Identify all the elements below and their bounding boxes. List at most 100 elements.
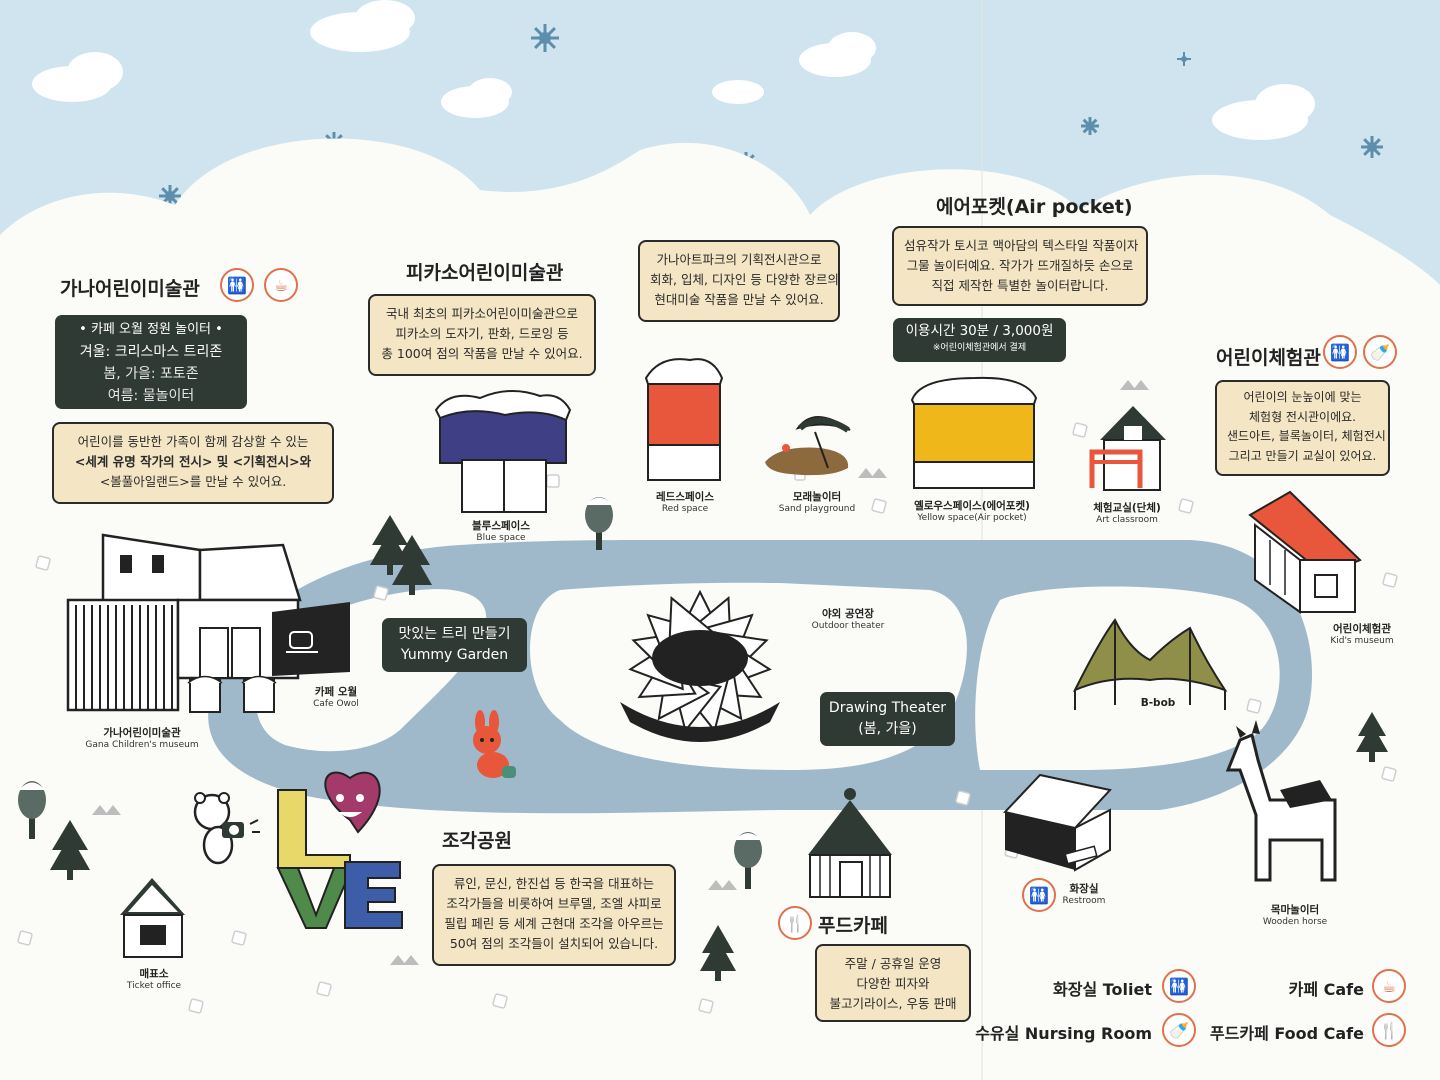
gana-museum-label-ko: 가나어린이미술관 [103, 727, 181, 739]
sculpture-bubble-line-3: 필립 페린 등 세계 근현대 조각을 아우르는 [444, 916, 664, 931]
gana-dark-line-3: 봄, 가을: 포토존 [103, 366, 199, 382]
gana-dark-line-2: 겨울: 크리스마스 트리존 [79, 344, 223, 360]
gana-dark-line-1: • 카페 오월 정원 놀이터 • [79, 322, 223, 337]
kids-museum-label[interactable]: 어린이체험관 Kid's museum [1330, 621, 1393, 646]
sculpture-park-bubble: 류인, 문신, 한진섭 등 한국을 대표하는 조각가들을 비롯하여 브루델, 조… [432, 864, 676, 966]
air-pocket-bubble-line-2: 그물 놀이터예요. 작가가 뜨개질하듯 손으로 [906, 258, 1134, 273]
kids-experience-bubble: 어린이의 눈높이에 맞는 체험형 전시관이에요. 샌드아트, 블록놀이터, 체험… [1215, 380, 1390, 476]
red-space-building [644, 358, 724, 481]
blue-space-label[interactable]: 블루스페이스 Blue space [472, 518, 530, 543]
sand-label-ko: 모래놀이터 [792, 491, 842, 503]
baby-bottle-icon: 🍼 [1363, 335, 1397, 369]
kids-bubble-line-3: 샌드아트, 블록놀이터, 체험전시 [1227, 429, 1386, 443]
wooden-horse-label-en: Wooden horse [1262, 917, 1328, 927]
kids-bubble-line-1: 어린이의 눈높이에 맞는 [1243, 390, 1362, 404]
picasso-bubble-line-1: 국내 최초의 피카소어린이미술관으로 [386, 306, 578, 321]
picasso-museum-title: 피카소어린이미술관 [406, 262, 564, 284]
restroom-label-ko: 화장실 [1069, 883, 1099, 895]
restroom-icon: 🚻 [220, 268, 254, 302]
restroom-building [1003, 773, 1112, 872]
gana-art-park-bubble: 가나아트파크의 기획전시관으로 회화, 입체, 디자인 등 다양한 장르의 현대… [638, 240, 840, 322]
picasso-bubble-line-2: 피카소의 도자기, 판화, 드로잉 등 [395, 326, 569, 341]
outdoor-label-en: Outdoor theater [811, 621, 885, 631]
art-park-bubble-line-3: 현대미술 작품을 만날 수 있어요. [654, 292, 824, 307]
red-space-label-ko: 레드스페이스 [656, 491, 714, 503]
food-cafe-title: 푸드카페 [818, 915, 888, 937]
art-class-label-ko: 체험교실(단체) [1093, 502, 1161, 514]
sculpture-bubble-line-4: 50여 점의 조각들이 설치되어 있습니다. [449, 936, 659, 951]
gana-bubble-line-2: <세계 유명 작가의 전시> 및 <기획전시>와 [74, 454, 312, 469]
air-pocket-bubble-line-1: 섬유작가 토시코 맥아담의 텍스타일 작품이자 [904, 238, 1139, 253]
art-park-bubble-line-1: 가나아트파크의 기획전시관으로 [656, 252, 822, 267]
air-pocket-fee-note: ※어린이체험관에서 결제 [932, 343, 1027, 353]
blue-space-label-ko: 블루스페이스 [472, 520, 530, 532]
red-space-label[interactable]: 레드스페이스 Red space [656, 489, 714, 514]
gana-bubble-line-1: 어린이를 동반한 가족이 함께 감상할 수 있는 [77, 434, 309, 449]
art-classroom-building [1089, 406, 1166, 491]
ticket-office-building [120, 878, 185, 958]
b-bob-label[interactable]: B-bob [1141, 697, 1176, 709]
coffee-cup-icon: ☕ [264, 268, 298, 302]
legend-food-label: 푸드카페 Food Cafe [1209, 1024, 1364, 1043]
art-park-bubble-line-2: 회화, 입체, 디자인 등 다양한 장르의 [650, 272, 839, 287]
cafe-owol-label[interactable]: 카페 오월 Cafe Owol [313, 684, 359, 709]
sand-playground [765, 416, 851, 476]
yellow-label-en: Yellow space(Air pocket) [917, 513, 1027, 523]
red-space-label-en: Red space [661, 504, 709, 514]
kids-museum-label-ko: 어린이체험관 [1333, 623, 1391, 635]
wooden-horse-label[interactable]: 목마놀이터 Wooden horse [1263, 902, 1327, 927]
bunny-sculpture [473, 710, 516, 778]
ticket-label-en: Ticket office [126, 981, 182, 991]
gana-bubble-line-3: <볼풀아일랜드>를 만날 수 있어요. [99, 474, 287, 489]
gana-museum-label-en: Gana Children's museum [85, 740, 199, 750]
kids-museum-building [1248, 490, 1362, 614]
picasso-bubble-line-3: 총 100여 점의 작품을 만날 수 있어요. [381, 346, 583, 361]
gana-museum-title: 가나어린이미술관 [60, 278, 200, 300]
b-bob-tent [1072, 618, 1228, 710]
bear-with-camera [193, 792, 260, 865]
gana-museum-label[interactable]: 가나어린이미술관 Gana Children's museum [85, 725, 198, 750]
cafe-owol-label-en: Cafe Owol [313, 699, 359, 709]
fork-spoon-icon: 🍴 [778, 906, 812, 940]
drawing-line-1: Drawing Theater [828, 700, 947, 716]
gana-childrens-museum-building [66, 533, 350, 713]
gana-info-bubble: 어린이를 동반한 가족이 함께 감상할 수 있는 <세계 유명 작가의 전시> … [52, 422, 334, 504]
gana-dark-line-4: 여름: 물놀이터 [107, 388, 195, 404]
food-cafe-bubble: 주말 / 공휴일 운영 다양한 피자와 불고기라이스, 우동 판매 [815, 944, 971, 1022]
tree-decorations [18, 497, 1388, 981]
air-pocket-bubble: 섬유작가 토시코 맥아담의 텍스타일 작품이자 그물 놀이터예요. 작가가 뜨개… [892, 226, 1148, 306]
yellow-space-building [910, 376, 1038, 489]
sand-playground-label[interactable]: 모래놀이터 Sand playground [779, 489, 855, 514]
yellow-label-ko: 옐로우스페이스(에어포켓) [914, 500, 1030, 512]
wooden-horse-structure [1225, 720, 1337, 882]
ticket-office-label[interactable]: 매표소 Ticket office [127, 966, 181, 991]
gana-cafe-playground-box: • 카페 오월 정원 놀이터 • 겨울: 크리스마스 트리존 봄, 가을: 포토… [55, 315, 247, 409]
picasso-info-bubble: 국내 최초의 피카소어린이미술관으로 피카소의 도자기, 판화, 드로잉 등 총… [368, 294, 596, 376]
legend-nursing-label: 수유실 Nursing Room [975, 1024, 1152, 1043]
restroom-label[interactable]: 화장실 Restroom [1063, 881, 1106, 906]
art-classroom-label[interactable]: 체험교실(단체) Art classroom [1093, 500, 1161, 525]
air-pocket-fee-main: 이용시간 30분 / 3,000원 [905, 323, 1054, 339]
outdoor-theater-label[interactable]: 야외 공연장 Outdoor theater [812, 606, 885, 631]
kids-experience-title: 어린이체험관 [1216, 347, 1321, 369]
sculpture-bubble-line-2: 조각가들을 비롯하여 브루델, 조엘 샤피로 [446, 896, 662, 911]
food-cafe-building [808, 788, 892, 898]
kids-bubble-line-2: 체험형 전시관이에요. [1249, 409, 1356, 424]
kids-museum-label-en: Kid's museum [1330, 636, 1394, 646]
restroom-label-en: Restroom [1062, 896, 1106, 906]
food-bubble-line-3: 불고기라이스, 우동 판매 [829, 996, 957, 1011]
b-bob-label-ko: B-bob [1140, 697, 1176, 709]
yummy-line-2: Yummy Garden [400, 647, 509, 663]
blue-space-label-en: Blue space [476, 533, 526, 543]
sculpture-park-title: 조각공원 [442, 830, 512, 852]
sculpture-bubble-line-1: 류인, 문신, 한진섭 등 한국을 대표하는 [453, 876, 655, 891]
baby-bottle-icon: 🍼 [1162, 1013, 1196, 1047]
drawing-theater-box: Drawing Theater (봄, 가을) [820, 692, 955, 746]
art-class-label-en: Art classroom [1096, 515, 1158, 525]
restroom-icon: 🚻 [1323, 335, 1357, 369]
fork-spoon-icon: 🍴 [1372, 1013, 1406, 1047]
yummy-line-1: 맛있는 트리 만들기 [398, 626, 511, 642]
yellow-space-label[interactable]: 옐로우스페이스(에어포켓) Yellow space(Air pocket) [914, 498, 1030, 523]
food-bubble-line-2: 다양한 피자와 [856, 976, 930, 991]
